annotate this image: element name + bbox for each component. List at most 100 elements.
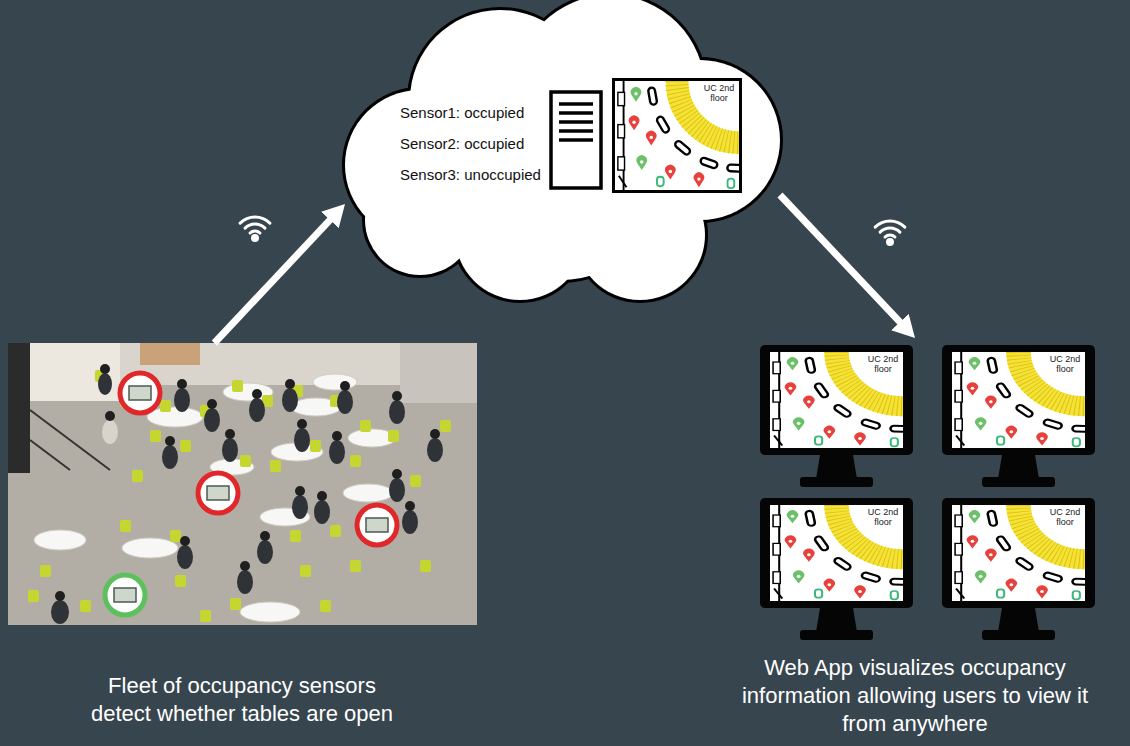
cafeteria-photo	[105, 411, 115, 421]
lock-icon	[815, 589, 822, 597]
seat-pin	[791, 515, 795, 518]
occupied-sensor-marker	[366, 518, 388, 532]
seat-pin	[824, 426, 835, 439]
map-wall-notch	[773, 543, 780, 555]
cafeteria-photo	[240, 455, 251, 467]
lock-icon	[1073, 438, 1080, 446]
wifi-icon	[240, 217, 270, 223]
seat-pin	[854, 585, 865, 598]
monitor-frame	[816, 455, 857, 479]
seat-pin	[785, 535, 796, 548]
seat-pin	[807, 400, 811, 403]
seat-pin	[989, 400, 993, 403]
seat-pin	[1036, 585, 1047, 598]
seat-pin	[824, 426, 835, 439]
seat-pin	[854, 585, 865, 598]
sensor-status: Sensor1: occupied	[400, 104, 524, 122]
cafeteria-photo	[175, 575, 186, 587]
server-icon	[559, 138, 593, 142]
cafeteria-photo	[270, 460, 281, 472]
flow-arrow	[780, 195, 904, 326]
cafeteria-photo	[320, 600, 331, 612]
seat-pin	[979, 575, 983, 578]
seat-pin	[646, 131, 656, 146]
map-wall-notch	[773, 515, 780, 527]
wifi-icon	[888, 240, 893, 245]
cafeteria-photo	[300, 565, 311, 577]
table-capsule	[814, 382, 829, 398]
caption-text: Fleet of occupancy sensors detect whethe…	[83, 672, 401, 728]
cafeteria-photo	[343, 484, 393, 502]
lock-icon	[891, 438, 898, 446]
table-capsule	[987, 357, 997, 373]
cafeteria-photo	[34, 374, 396, 622]
cafeteria-photo	[313, 374, 357, 390]
map-wall-notch	[773, 572, 780, 584]
cloud-shape	[345, 0, 780, 300]
table-capsule	[987, 510, 997, 526]
monitor-screen: UC 2nd floor	[770, 505, 903, 601]
cafeteria-photo	[200, 610, 211, 622]
monitor-screen: UC 2nd floor	[952, 352, 1085, 448]
cafeteria-photo	[132, 470, 143, 482]
cafeteria-photo	[430, 429, 440, 439]
seat-pin	[650, 136, 653, 139]
map-wall-notch	[955, 572, 962, 584]
cafeteria-photo	[8, 343, 477, 625]
seat-pin	[629, 115, 639, 130]
railing-band	[837, 352, 904, 406]
cafeteria-photo	[222, 438, 238, 462]
cafeteria-photo	[295, 486, 305, 496]
seat-pin	[793, 570, 804, 583]
server-icon	[551, 92, 601, 188]
map-label: UC 2nd floor	[1048, 507, 1082, 528]
table-capsule	[890, 579, 903, 585]
seat-pin	[807, 553, 811, 556]
seat-pin	[646, 131, 656, 146]
monitor-frame	[982, 477, 1055, 487]
seat-pin	[793, 417, 804, 430]
seat-pin	[967, 382, 978, 395]
wifi-icon	[240, 217, 270, 241]
seat-pin	[803, 396, 814, 409]
railing-band	[837, 352, 904, 406]
cafeteria-photo	[30, 343, 120, 401]
monitor-frame	[998, 455, 1039, 479]
seat-pin	[967, 535, 978, 548]
cafeteria-photo	[140, 343, 200, 365]
map-label: UC 2nd floor	[1048, 354, 1082, 375]
seat-pin	[793, 570, 804, 583]
map-ground	[952, 505, 1085, 601]
table-capsule	[1015, 404, 1034, 418]
cafeteria-photo	[204, 408, 220, 432]
map-wall-notch	[773, 362, 780, 374]
table-capsule	[861, 419, 881, 430]
sensor-status: Sensor2: occupied	[400, 135, 524, 153]
cafeteria-photo	[402, 510, 418, 534]
cafeteria-photo	[100, 364, 110, 374]
server-icon	[551, 92, 601, 188]
cafeteria-photo	[180, 536, 190, 546]
cafeteria-photo	[310, 440, 321, 452]
map-ground	[770, 505, 903, 601]
monitor-frame	[998, 608, 1039, 632]
caption-text: Web App visualizes occupancy information…	[735, 654, 1095, 738]
seat-pin	[631, 87, 641, 102]
server-icon	[559, 102, 593, 106]
cafeteria-photo	[34, 530, 86, 550]
cafeteria-photo	[174, 388, 190, 412]
cafeteria-photo	[292, 495, 308, 519]
railing-band	[1019, 352, 1086, 406]
server-icon	[559, 111, 593, 115]
cafeteria-photo	[350, 560, 361, 572]
wifi-icon	[253, 236, 258, 241]
lock-icon	[1073, 591, 1080, 599]
cloud-node: UC 2nd floorSensor1: occupiedSensor2: oc…	[345, 0, 780, 300]
monitor-frame	[816, 608, 857, 632]
cafeteria-photo	[98, 373, 112, 395]
seat-pin	[793, 417, 804, 430]
seat-pin	[1040, 590, 1044, 593]
cafeteria-photo	[122, 538, 178, 558]
map-wall	[774, 435, 782, 445]
railing-band	[677, 81, 739, 143]
